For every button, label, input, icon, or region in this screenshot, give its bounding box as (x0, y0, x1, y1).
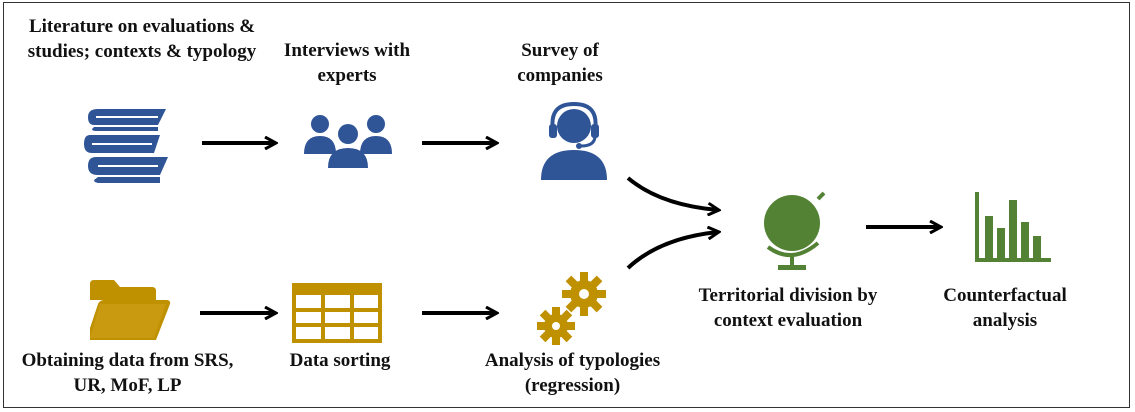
literature-label-text: Literature on evaluations & studies; con… (27, 16, 257, 62)
books-icon (84, 109, 168, 183)
globe-icon (764, 191, 826, 270)
territorial-label-text: Territorial division by context evaluati… (698, 285, 878, 331)
people-group-icon (304, 115, 392, 168)
sorting-label: Data sorting (275, 348, 405, 373)
arrow-analysis-to-territorial (626, 232, 718, 270)
sorting-label-text: Data sorting (289, 350, 391, 371)
counterfactual-label-text: Counterfactual analysis (943, 285, 1067, 331)
counterfactual-label: Counterfactual analysis (930, 283, 1080, 333)
folder-icon (90, 280, 171, 340)
territorial-label: Territorial division by context evaluati… (678, 283, 898, 333)
arrow-survey-to-territorial (626, 176, 718, 210)
table-grid-icon (292, 283, 382, 343)
obtaining-label-text: Obtaining data from SRS, UR, MoF, LP (21, 350, 234, 396)
bar-chart-icon (975, 192, 1051, 262)
survey-label: Survey of companies (495, 38, 625, 88)
interviews-label: Interviews with experts (262, 38, 432, 88)
obtaining-label: Obtaining data from SRS, UR, MoF, LP (20, 348, 235, 398)
analysis-label: Analysis of typologies (regression) (455, 348, 690, 398)
survey-label-text: Survey of companies (517, 40, 603, 86)
headset-person-icon (541, 101, 607, 180)
interviews-label-text: Interviews with experts (283, 40, 411, 86)
analysis-label-text: Analysis of typologies (regression) (484, 350, 661, 396)
gears-icon (537, 272, 606, 345)
literature-label: Literature on evaluations & studies; con… (22, 14, 262, 64)
